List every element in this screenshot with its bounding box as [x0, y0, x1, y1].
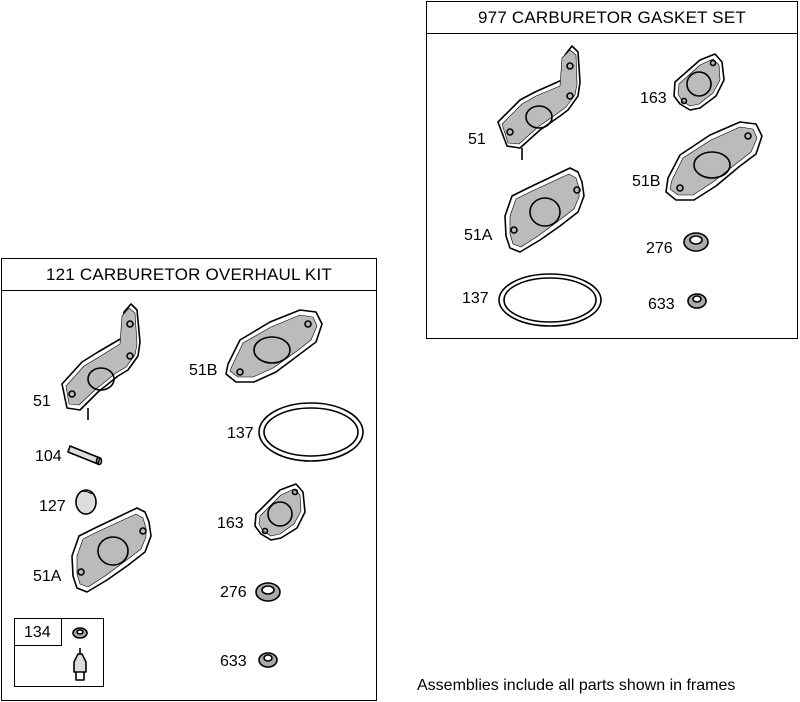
pin-104-part: [67, 445, 103, 466]
kit-label-127: 127: [39, 498, 66, 515]
kit-gasket-163-part: [254, 483, 306, 541]
kit-label-276: 276: [220, 584, 247, 601]
kit-label-633: 633: [220, 653, 247, 670]
kit-seal-633-part: [258, 652, 278, 668]
kit-gasket-51b-part: [225, 309, 323, 383]
kit-washer-276-part: [255, 582, 281, 602]
overhaul-kit-frame: 121 CARBURETOR OVERHAUL KIT: [1, 258, 377, 701]
plug-127-part: [75, 489, 97, 515]
gasket-51a-part: [504, 167, 585, 253]
gasket-set-label-51b: 51B: [632, 173, 661, 190]
washer-276-part: [683, 232, 709, 252]
gasket-set-label-163: 163: [640, 90, 667, 107]
gasket-set-label-633: 633: [648, 296, 675, 313]
kit-oring-137-part: [258, 402, 364, 462]
gasket-set-title: 977 CARBURETOR GASKET SET: [427, 2, 797, 34]
kit-gasket-51a-part: [71, 507, 152, 593]
gasket-51-part: [497, 45, 581, 160]
gasket-51b-part: [665, 121, 763, 201]
kit-label-51: 51: [33, 393, 51, 410]
kit-label-51b: 51B: [189, 362, 218, 379]
seal-633-part: [687, 293, 707, 309]
gasket-set-frame: 977 CARBURETOR GASKET SET: [426, 1, 798, 339]
kit-label-137: 137: [227, 425, 254, 442]
kit-label-104: 104: [35, 448, 62, 465]
gasket-set-label-51a: 51A: [464, 227, 493, 244]
gasket-set-label-276: 276: [646, 240, 673, 257]
needle-seat-134-part: [72, 627, 88, 681]
kit-label-134: 134: [24, 624, 51, 641]
overhaul-kit-title: 121 CARBURETOR OVERHAUL KIT: [2, 259, 376, 291]
footer-note: Assemblies include all parts shown in fr…: [417, 677, 736, 694]
kit-label-51a: 51A: [33, 568, 62, 585]
kit-gasket-51-part: [61, 303, 141, 420]
oring-137-part: [498, 273, 602, 327]
kit-label-163: 163: [217, 515, 244, 532]
gasket-set-label-137: 137: [462, 290, 489, 307]
gasket-set-label-51: 51: [468, 131, 486, 148]
gasket-163-part: [673, 53, 725, 111]
part-134-label-cell: [14, 618, 62, 646]
